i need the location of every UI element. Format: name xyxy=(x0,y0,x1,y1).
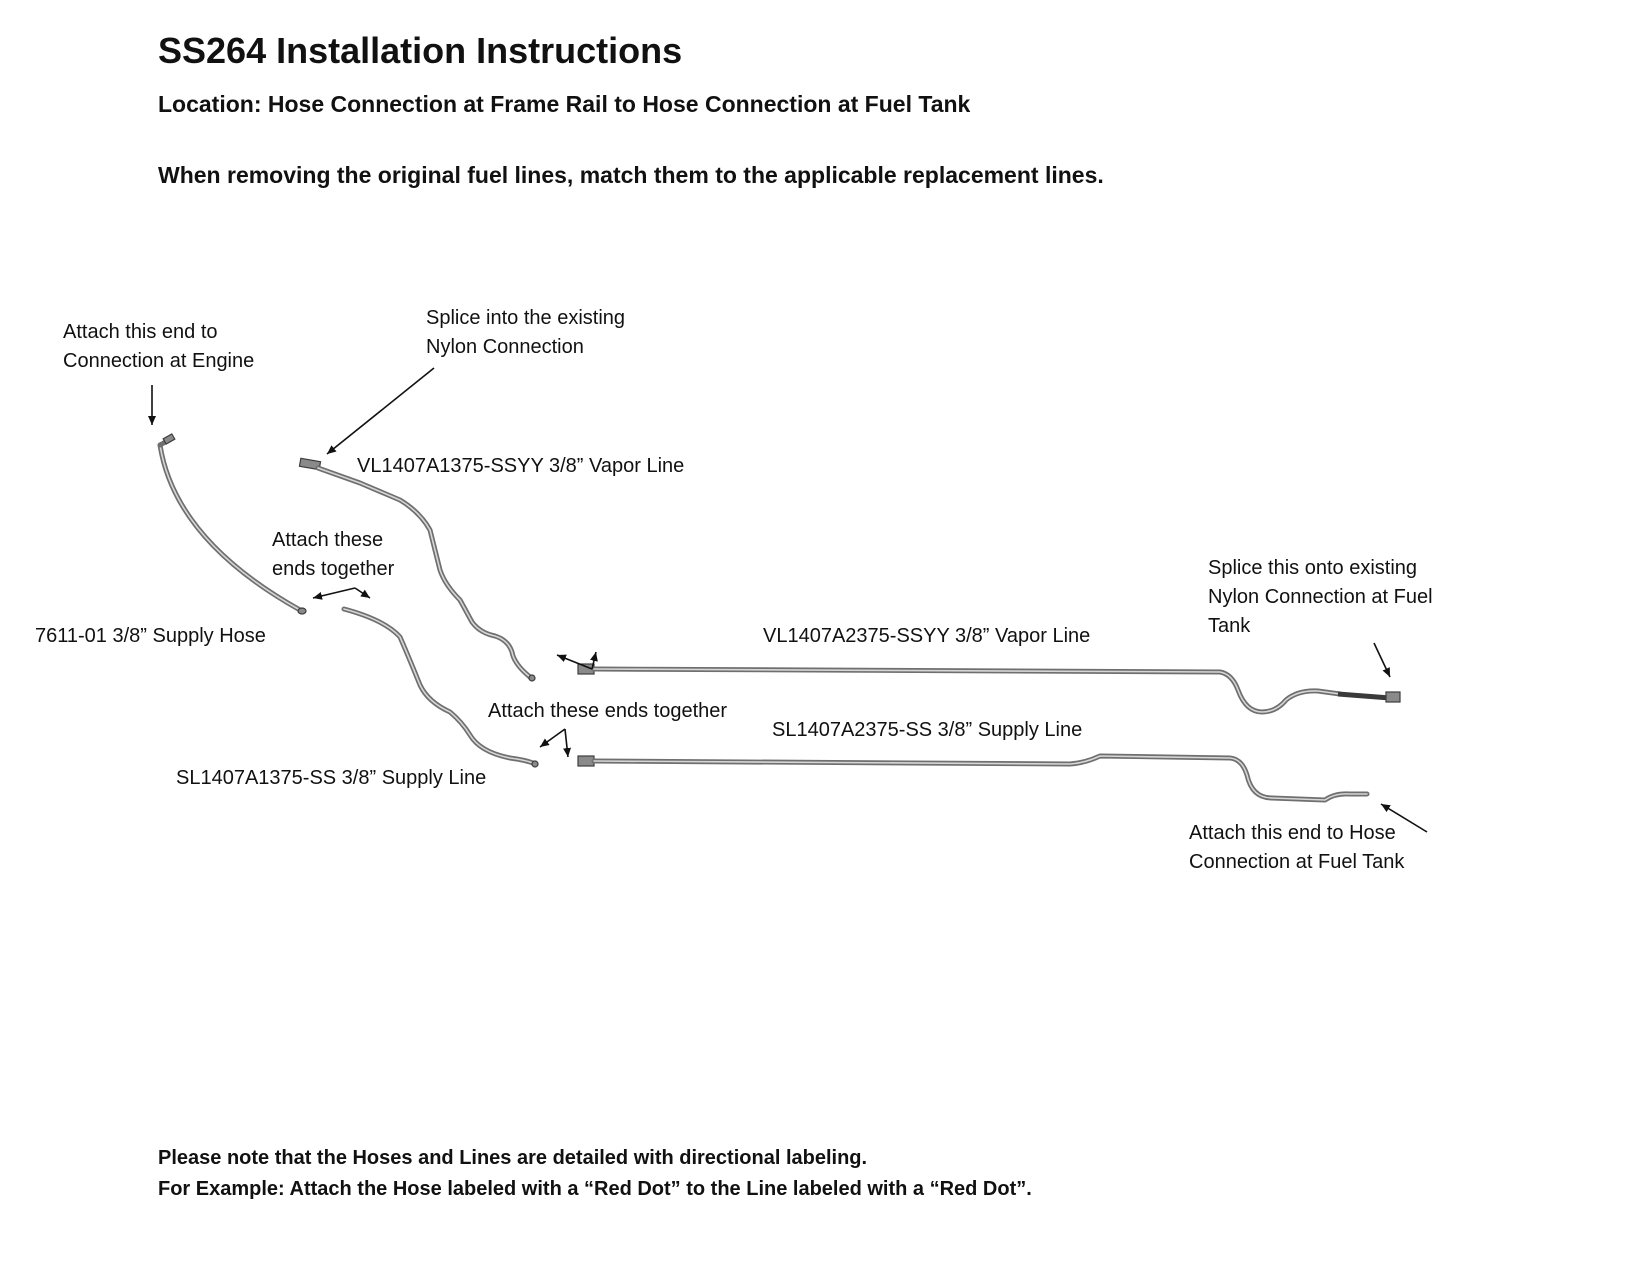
arrow-nylon-splice xyxy=(326,367,435,455)
label-attach-together-a-line-1: Attach these xyxy=(272,529,384,551)
label-vapor-line-front: VL1407A1375-SSYY 3/8” Vapor Line xyxy=(357,455,685,477)
supply-front-end-fitting xyxy=(531,760,539,768)
hose-engine-fitting xyxy=(162,433,176,445)
label-splice-nylon-line-2: Nylon Connection xyxy=(426,336,584,358)
label-attach-together-b: Attach these ends together xyxy=(488,700,728,722)
arrow-together-b-lower-right xyxy=(563,728,572,758)
label-supply-line-front: SL1407A1375-SS 3/8” Supply Line xyxy=(176,767,487,789)
label-attach-engine-line-2: Connection at Engine xyxy=(63,350,255,372)
arrow-tank-connection xyxy=(1380,803,1428,833)
vapor-rear-tank-splice-fitting xyxy=(1385,691,1401,703)
label-attach-tank-line-2: Connection at Fuel Tank xyxy=(1189,851,1405,873)
arrow-together-b-lower-left xyxy=(539,728,566,748)
arrow-tank-splice xyxy=(1373,642,1391,678)
vapor-front-end-fitting xyxy=(528,674,536,682)
label-attach-tank-line-1: Attach this end to Hose xyxy=(1189,822,1396,844)
label-supply-hose: 7611-01 3/8” Supply Hose xyxy=(35,625,266,647)
footer-note-directional: Please note that the Hoses and Lines are… xyxy=(158,1147,868,1169)
supply-hose-7611-01 xyxy=(157,433,307,615)
vapor-line-front xyxy=(298,457,536,682)
label-splice-tank-line-1: Splice this onto existing xyxy=(1208,557,1418,579)
page-title: SS264 Installation Instructions xyxy=(158,30,683,71)
arrow-together-b-upper-left xyxy=(556,654,593,670)
supply-line-rear xyxy=(577,753,1370,803)
location-subtitle: Location: Hose Connection at Frame Rail … xyxy=(158,91,971,117)
label-attach-engine: Attach this end to Connection at Engine xyxy=(63,318,254,376)
arrow-together-a-right xyxy=(354,587,371,599)
label-vapor-line-rear: VL1407A2375-SSYY 3/8” Vapor Line xyxy=(763,625,1091,647)
label-attach-together-a-line-2: ends together xyxy=(272,558,395,580)
vapor-front-splice-fitting xyxy=(298,457,322,471)
label-splice-tank-line-3: Tank xyxy=(1208,615,1251,637)
supply-line-front xyxy=(341,606,539,768)
label-attach-engine-line-1: Attach this end to xyxy=(63,321,218,343)
arrow-together-a-left xyxy=(312,587,356,600)
label-supply-line-rear: SL1407A2375-SS 3/8” Supply Line xyxy=(772,719,1083,741)
footer-note-example: For Example: Attach the Hose labeled wit… xyxy=(158,1178,1032,1200)
removal-instruction: When removing the original fuel lines, m… xyxy=(158,162,1104,188)
vapor-line-rear xyxy=(577,663,1401,715)
label-attach-together-a: Attach these ends together xyxy=(272,526,394,584)
arrow-together-b-upper-right xyxy=(590,651,598,670)
label-splice-nylon-line-1: Splice into the existing xyxy=(426,307,626,329)
hose-end-fitting xyxy=(297,607,307,615)
label-splice-tank-line-2: Nylon Connection at Fuel xyxy=(1208,586,1433,608)
